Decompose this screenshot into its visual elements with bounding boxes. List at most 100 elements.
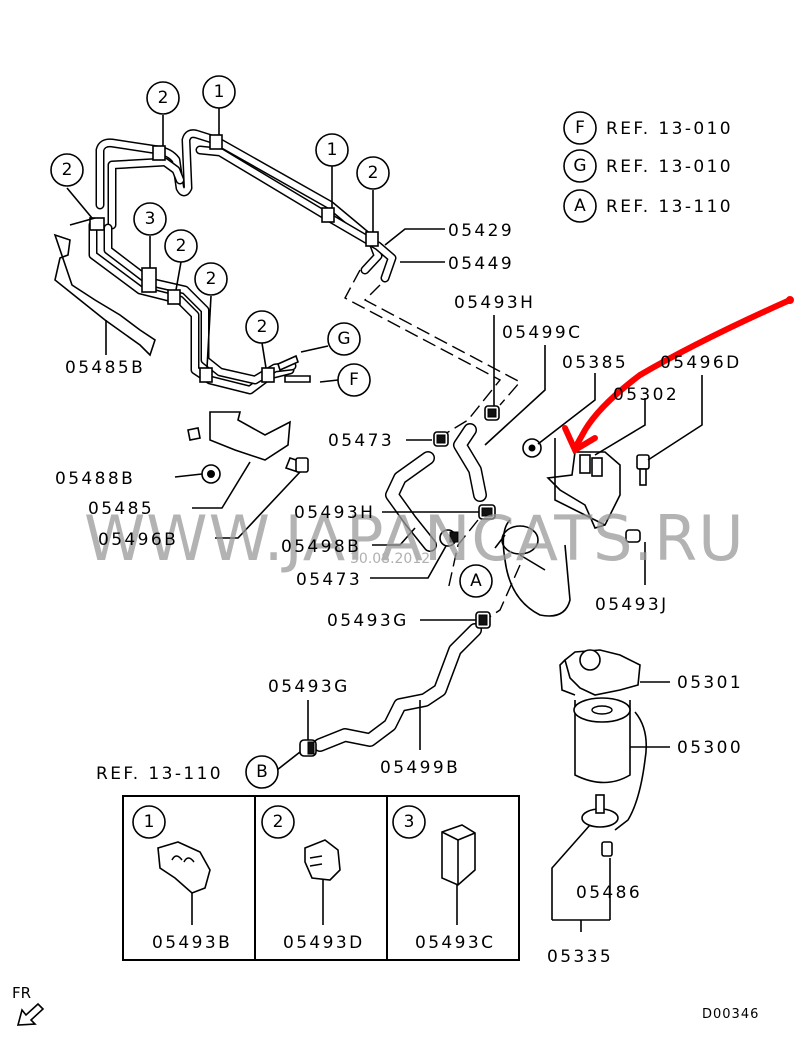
callout-c3[interactable]: 3 [133, 202, 167, 236]
svg-text:REF. 13-010: REF. 13-010 [606, 157, 733, 177]
part-label-05385[interactable]: 05385 [562, 353, 628, 373]
svg-text:1: 1 [144, 812, 155, 832]
bracket-05302[interactable] [546, 438, 621, 529]
annotation-arrow [562, 296, 794, 455]
clamp-05473-top[interactable] [433, 431, 449, 447]
svg-text:REF. 13-010: REF. 13-010 [606, 119, 733, 139]
svg-text:1: 1 [327, 140, 338, 160]
part-label-05493J[interactable]: 05493J [595, 595, 669, 615]
part-label-05301[interactable]: 05301 [677, 673, 743, 693]
svg-text:3: 3 [404, 812, 415, 832]
legend-cell-2[interactable]: 2 05493D [261, 805, 365, 953]
drain-part-05486[interactable] [601, 841, 613, 857]
canister-upper[interactable] [494, 519, 571, 617]
svg-text:05493B: 05493B [152, 933, 232, 953]
ref-item-g[interactable]: G REF. 13-010 [563, 149, 733, 183]
svg-text:2: 2 [62, 160, 73, 180]
svg-text:B: B [256, 762, 268, 782]
drain-plug-05335[interactable] [581, 794, 619, 828]
svg-text:2: 2 [158, 88, 169, 108]
svg-text:2: 2 [257, 317, 268, 337]
bolt-05496D[interactable] [636, 454, 650, 486]
svg-text:A: A [470, 571, 482, 591]
part-label-05493G-low[interactable]: 05493G [268, 677, 350, 697]
clamp-05473-mid[interactable] [439, 529, 459, 547]
callout-c1b[interactable]: 1 [315, 133, 349, 167]
part-label-05302[interactable]: 05302 [613, 385, 679, 405]
clip-legend-table: 1 05493B 2 05493D 3 05493C [122, 795, 520, 961]
part-label-05429[interactable]: 05429 [448, 221, 514, 241]
fuel-pipe-assembly[interactable] [88, 129, 397, 395]
svg-text:G: G [573, 156, 586, 176]
ref-item-a[interactable]: A REF. 13-110 [563, 189, 733, 223]
part-label-05473-mid[interactable]: 05473 [296, 570, 362, 590]
legend-cell-1[interactable]: 1 05493B [132, 805, 232, 953]
clamp-05493G-top[interactable] [475, 611, 491, 629]
watermark: WWW.JAPANCATS.RU [84, 502, 745, 575]
bracket-05485B[interactable] [53, 217, 156, 357]
clip-05493J[interactable] [625, 529, 641, 543]
callout-a[interactable]: A [459, 564, 493, 598]
svg-text:REF. 13-110: REF. 13-110 [606, 197, 733, 217]
callout-c2a[interactable]: 2 [146, 81, 180, 115]
svg-text:3: 3 [145, 209, 156, 229]
svg-text:REF. 13-110: REF. 13-110 [96, 764, 223, 784]
callout-c2c[interactable]: 2 [50, 153, 84, 187]
svg-text:2: 2 [176, 236, 187, 256]
part-label-05496D[interactable]: 05496D [660, 353, 742, 373]
clamp-05493G-low[interactable] [299, 739, 317, 757]
legend-cell-3[interactable]: 3 05493C [392, 805, 495, 953]
sensor-wire [614, 711, 648, 831]
svg-text:F: F [349, 370, 359, 390]
part-label-05300[interactable]: 05300 [677, 738, 743, 758]
diagram-code: D00346 [702, 1007, 759, 1022]
part-label-05499C[interactable]: 05499C [502, 323, 582, 343]
svg-text:05493D: 05493D [283, 933, 365, 953]
part-label-05496B[interactable]: 05496B [98, 530, 178, 550]
clamp-05493H-top[interactable] [484, 405, 500, 421]
svg-text:2: 2 [368, 163, 379, 183]
ref-item-f[interactable]: F REF. 13-010 [563, 111, 733, 145]
callout-c2e[interactable]: 2 [194, 262, 228, 296]
fuel-filter-05300[interactable] [573, 697, 631, 784]
part-label-05449[interactable]: 05449 [448, 254, 514, 274]
part-label-05493G-top[interactable]: 05493G [327, 611, 409, 631]
svg-text:FR: FR [12, 984, 31, 1002]
svg-text:G: G [337, 329, 350, 349]
svg-text:A: A [574, 196, 586, 216]
svg-text:1: 1 [214, 82, 225, 102]
hose-05498B[interactable] [385, 451, 437, 552]
svg-text:2: 2 [273, 812, 284, 832]
part-label-05493H-mid[interactable]: 05493H [294, 503, 375, 523]
callout-f[interactable]: F [337, 363, 371, 397]
front-direction-indicator: FR [12, 984, 45, 1026]
leader-lines [66, 108, 703, 932]
hose-05499C[interactable] [453, 423, 487, 502]
bolt-05496B[interactable] [284, 457, 309, 473]
svg-text:F: F [575, 118, 585, 138]
part-label-05486[interactable]: 05486 [576, 883, 642, 903]
callout-c1a[interactable]: 1 [202, 75, 236, 109]
watermark-date: 30.08.2012 [350, 551, 430, 567]
part-label-05473-top[interactable]: 05473 [328, 431, 394, 451]
nut-05488B[interactable] [201, 464, 221, 484]
front-arrow-icon [16, 1002, 45, 1026]
nut-05385[interactable] [522, 438, 542, 458]
svg-text:05493C: 05493C [415, 933, 495, 953]
bracket-05485[interactable] [187, 411, 291, 461]
part-label-05499B[interactable]: 05499B [380, 758, 460, 778]
part-label-05493H-top[interactable]: 05493H [454, 293, 535, 313]
hose-05499B[interactable] [313, 623, 482, 752]
callout-c2b[interactable]: 2 [356, 156, 390, 190]
callout-c2f[interactable]: 2 [245, 310, 279, 344]
callout-c2d[interactable]: 2 [164, 229, 198, 263]
part-label-05498B[interactable]: 05498B [281, 537, 361, 557]
callout-g[interactable]: G [327, 322, 361, 356]
part-label-05335[interactable]: 05335 [547, 947, 613, 967]
part-label-05485B[interactable]: 05485B [65, 358, 145, 378]
part-label-05485[interactable]: 05485 [88, 499, 154, 519]
part-label-05488B[interactable]: 05488B [55, 469, 135, 489]
ref-b[interactable]: REF. 13-110 B [96, 755, 279, 789]
filter-head-05301[interactable] [559, 649, 641, 696]
